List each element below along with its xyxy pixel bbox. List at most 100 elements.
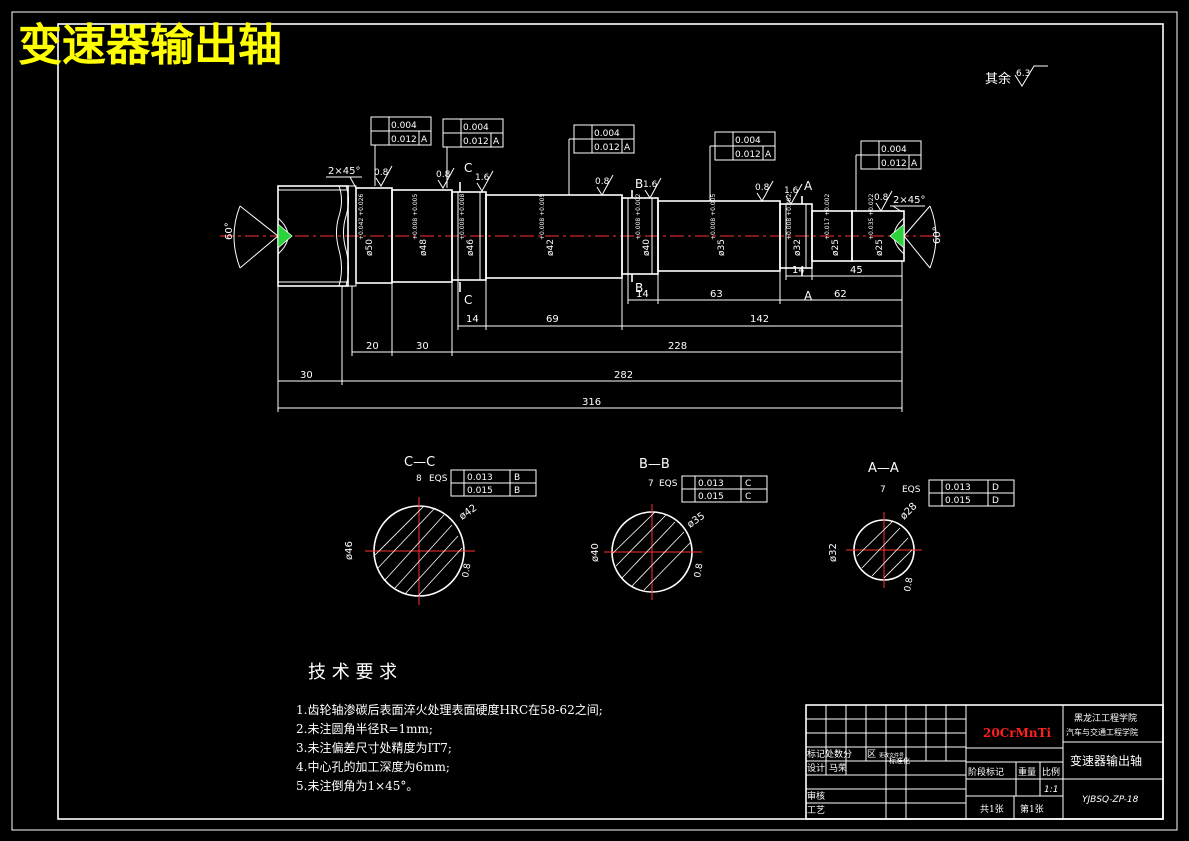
material: 20CrMnTi [983, 726, 1052, 740]
svg-text:ø25: ø25 [831, 239, 841, 256]
svg-text:ø46: ø46 [466, 239, 476, 256]
svg-text:142: 142 [750, 314, 769, 325]
tech-item-4: 4.中心孔的加工深度为6mm; [296, 759, 450, 774]
part-name: 变速器输出轴 [1070, 753, 1142, 768]
svg-text:+0.008 +0.002: +0.008 +0.002 [635, 194, 642, 240]
svg-text:0.8: 0.8 [903, 576, 915, 592]
svg-text:A: A [624, 143, 631, 153]
svg-text:A: A [804, 179, 813, 193]
svg-text:+0.017 +0.002: +0.017 +0.002 [824, 194, 831, 240]
svg-text:第1张: 第1张 [1020, 803, 1044, 815]
svg-text:ø46: ø46 [344, 541, 355, 560]
svg-text:C: C [745, 492, 751, 502]
svg-text:62: 62 [834, 289, 847, 300]
tech-item-1: 1.齿轮轴渗碳后表面淬火处理表面硬度HRC在58-62之间; [296, 702, 603, 717]
inner-frame [57, 23, 1164, 820]
svg-text:0.015: 0.015 [698, 492, 724, 502]
svg-text:30: 30 [300, 370, 313, 381]
svg-text:B—B: B—B [639, 457, 670, 472]
svg-text:A: A [421, 135, 428, 145]
svg-text:C: C [464, 293, 472, 307]
svg-text:0.004: 0.004 [594, 129, 620, 139]
svg-text:60°: 60° [932, 226, 943, 244]
svg-text:区: 区 [867, 749, 876, 760]
svg-text:工艺: 工艺 [807, 805, 825, 816]
svg-text:1.6: 1.6 [475, 173, 490, 183]
tech-item-2: 2.未注圆角半径R=1mm; [296, 721, 433, 736]
svg-text:C: C [464, 161, 472, 175]
svg-text:D: D [992, 496, 999, 506]
svg-text:0.012: 0.012 [735, 150, 761, 160]
svg-text:ø25: ø25 [875, 239, 885, 256]
chamfer-right: 2×45° [893, 195, 925, 206]
section-markers: C C B B A A [459, 161, 813, 307]
svg-text:标准化: 标准化 [889, 756, 910, 765]
svg-text:+0.008 +0.005: +0.008 +0.005 [710, 194, 717, 240]
svg-text:0.8: 0.8 [436, 170, 451, 180]
svg-text:69: 69 [546, 314, 559, 325]
drawing-title: 变速器输出轴 [18, 20, 282, 71]
diameter-labels: ø50 +0.042 +0.026 ø48 +0.008 +0.005 ø46 … [358, 194, 885, 256]
svg-text:282: 282 [614, 370, 633, 381]
roughness-symbol-general: 6.3 [1014, 65, 1048, 87]
svg-text:ø28: ø28 [898, 501, 919, 522]
svg-text:标记处数分: 标记处数分 [807, 748, 852, 760]
tech-item-3: 3.未注偏差尺寸处精度为IT7; [296, 740, 452, 755]
svg-text:0.012: 0.012 [881, 159, 907, 169]
svg-text:316: 316 [582, 397, 601, 408]
svg-text:0.012: 0.012 [463, 137, 489, 147]
section-cc: C—C 8 EQS 0.013 B 0.015 B ø46 ø42 0.8 [344, 455, 537, 605]
gdt-frame-1: 0.004 0.012 A [370, 116, 432, 186]
tech-item-5: 5.未注倒角为1×45°。 [296, 778, 418, 793]
svg-text:0.8: 0.8 [374, 168, 389, 178]
svg-text:+0.008 +0.005: +0.008 +0.005 [412, 194, 419, 240]
svg-text:ø42: ø42 [457, 503, 479, 523]
drawing-number: YJBSQ-ZP-18 [1082, 795, 1139, 805]
svg-text:更改文件号: 更改文件号 [879, 752, 904, 759]
svg-text:0.8: 0.8 [693, 562, 705, 578]
svg-text:D: D [992, 483, 999, 493]
svg-text:63: 63 [710, 289, 723, 300]
svg-text:0.012: 0.012 [594, 143, 620, 153]
svg-text:60°: 60° [224, 222, 235, 240]
svg-text:0.004: 0.004 [881, 145, 907, 155]
svg-text:1.6: 1.6 [784, 186, 799, 196]
gdt-frame-3: 0.004 0.012 A [568, 124, 635, 195]
roughness-note-value: 6.3 [1016, 69, 1030, 79]
svg-text:B: B [635, 281, 643, 295]
svg-text:C: C [745, 479, 751, 489]
svg-text:比例: 比例 [1042, 766, 1060, 778]
gdt-frame-2: 0.004 0.012 A [442, 118, 504, 188]
svg-text:1:1: 1:1 [1044, 785, 1058, 795]
hatch-cc [374, 505, 463, 597]
svg-text:+0.008 +0.002: +0.008 +0.002 [786, 194, 793, 240]
svg-text:B: B [514, 486, 520, 496]
svg-text:ø32: ø32 [828, 543, 839, 562]
svg-text:阶段标记: 阶段标记 [968, 766, 1004, 778]
svg-text:+0.042 +0.026: +0.042 +0.026 [358, 194, 365, 240]
svg-text:ø35: ø35 [685, 511, 707, 531]
svg-text:0.013: 0.013 [945, 483, 971, 493]
svg-text:0.004: 0.004 [463, 123, 489, 133]
svg-text:ø40: ø40 [642, 239, 652, 256]
hatch-aa [856, 521, 913, 579]
svg-text:A—A: A—A [868, 461, 899, 476]
svg-text:1.6: 1.6 [643, 180, 658, 190]
svg-text:0.015: 0.015 [945, 496, 971, 506]
svg-text:14: 14 [792, 265, 805, 276]
angle-left: 60° [224, 205, 279, 269]
angle-right: 60° [903, 205, 943, 269]
section-aa: A—A 7 EQS 0.013 D 0.015 D ø32 ø28 0.8 [828, 461, 1015, 593]
svg-text:A: A [911, 159, 918, 169]
svg-text:EQS: EQS [659, 479, 678, 489]
svg-text:0.015: 0.015 [467, 486, 493, 496]
outer-frame [11, 11, 1178, 831]
svg-text:马荣: 马荣 [829, 762, 847, 774]
svg-text:ø50: ø50 [365, 239, 375, 256]
svg-text:0.8: 0.8 [874, 193, 889, 203]
svg-text:14: 14 [466, 314, 479, 325]
svg-text:0.012: 0.012 [391, 135, 417, 145]
tech-heading: 技 术 要 求 [308, 662, 397, 683]
roughness-note-label: 其余 [985, 71, 1011, 87]
